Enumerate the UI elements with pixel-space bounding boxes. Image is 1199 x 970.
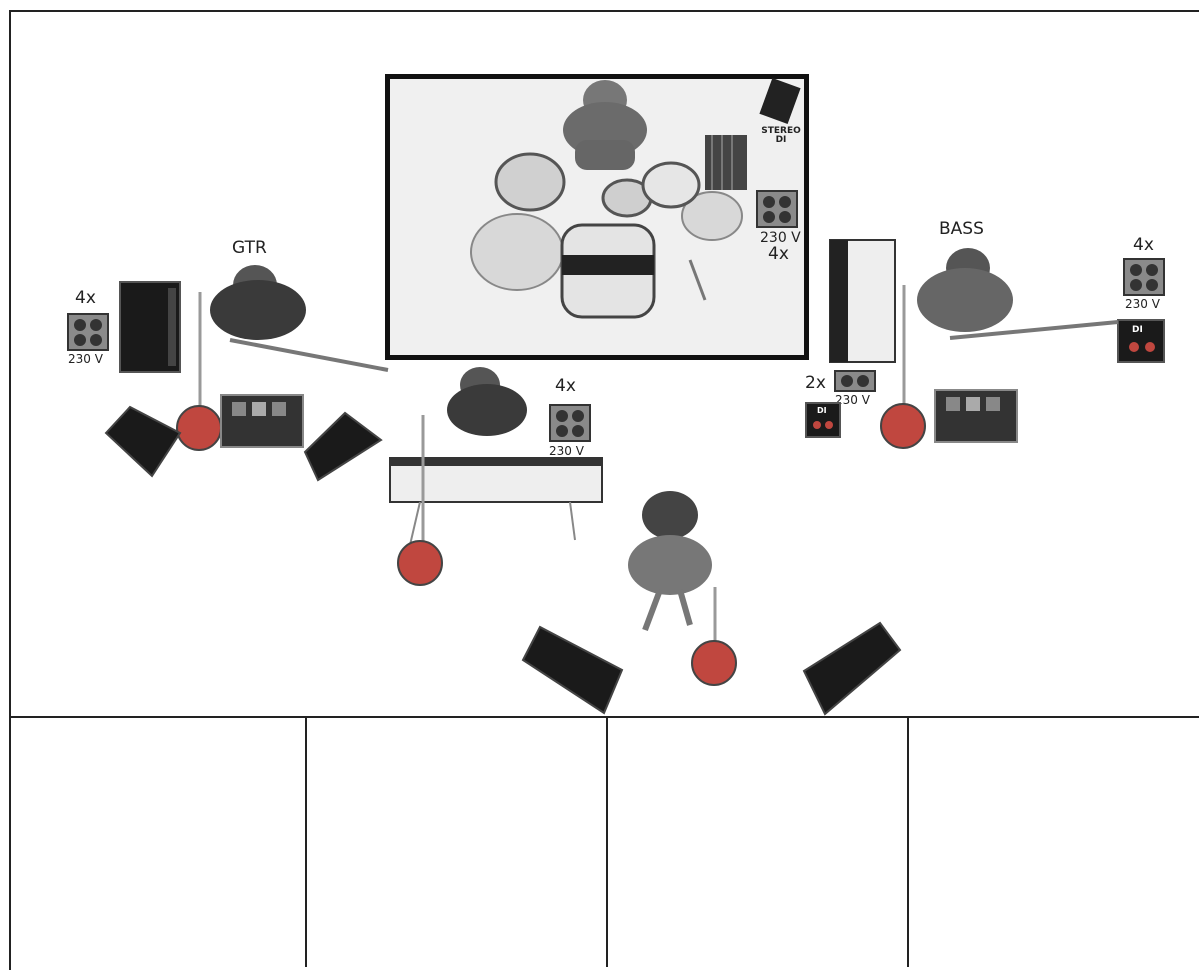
- synth-di-text: DI: [817, 407, 827, 415]
